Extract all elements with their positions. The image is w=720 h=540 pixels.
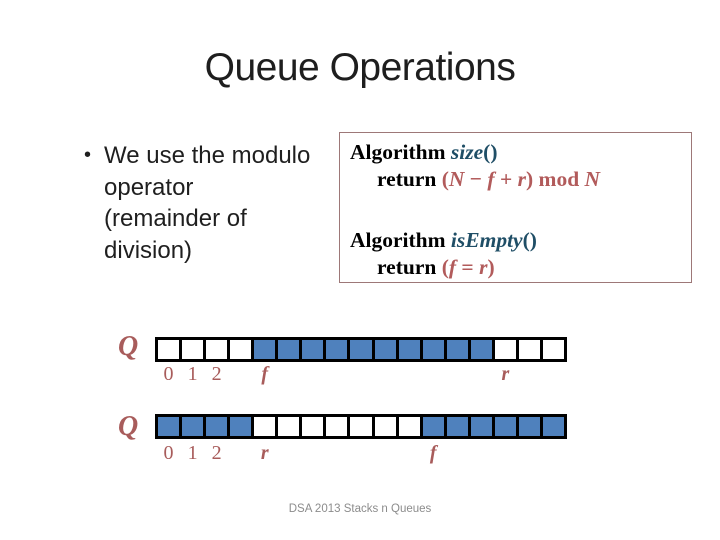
algorithm-box: Algorithm size() return (N − f + r) mod … <box>339 132 692 283</box>
queue-cell-filled <box>470 340 492 359</box>
paren-open: ( <box>441 167 449 191</box>
operator-plus: + <box>494 167 518 191</box>
bullet-text-line: division) <box>104 236 193 264</box>
queue-cell-empty <box>206 340 228 359</box>
variable-r: r <box>517 167 526 191</box>
slide-title: Queue Operations <box>204 46 516 89</box>
queue-marker-1: 1 <box>187 363 198 385</box>
variable-f: f <box>487 167 495 191</box>
queue-cell-empty <box>350 417 372 436</box>
paren-close: ) <box>487 255 495 279</box>
queue-cell-filled <box>302 340 324 359</box>
queue-cell-empty <box>182 340 204 359</box>
variable-f: f <box>448 255 457 279</box>
queue-cell-empty <box>518 340 540 359</box>
queue-marker-1: 1 <box>187 442 198 464</box>
keyword-return: return <box>377 255 442 279</box>
footer-text: DSA 2013 Stacks n Queues <box>288 503 432 515</box>
queue-cell-empty <box>374 417 396 436</box>
queue-cell-filled <box>158 417 180 436</box>
algorithm-size-signature: Algorithm size() <box>350 139 691 166</box>
queue-cell-filled <box>326 340 348 359</box>
queue-cell-filled <box>446 340 468 359</box>
queue-label: Q <box>118 331 139 362</box>
operator-minus: − <box>464 167 488 191</box>
queue-cells <box>155 414 567 439</box>
queue-marker-0: 0 <box>163 442 174 464</box>
queue-marker-f: f <box>429 442 437 464</box>
algorithm-isempty-return: return (f = r) <box>350 254 691 281</box>
operator-equals: = <box>456 255 480 279</box>
queue-marker-f: f <box>261 363 269 385</box>
queue-cell-filled <box>230 417 252 436</box>
queue-marker-r: r <box>260 442 269 464</box>
function-parens: () <box>483 140 498 164</box>
queue-cell-empty <box>278 417 300 436</box>
queue-cell-filled <box>182 417 204 436</box>
queue-cell-filled <box>350 340 372 359</box>
algorithm-box-spacer <box>350 193 691 227</box>
variable-N: N <box>584 167 601 191</box>
queue-marker-2: 2 <box>211 442 222 464</box>
bullet-marker: • <box>84 144 92 166</box>
keyword-return: return <box>377 167 442 191</box>
queue-cell-filled <box>542 417 564 436</box>
paren-open: ( <box>441 255 449 279</box>
queue-cell-empty <box>542 340 564 359</box>
queue-cell-filled <box>494 417 516 436</box>
queue-marker-2: 2 <box>211 363 222 385</box>
variable-N: N <box>448 167 465 191</box>
algorithm-size-return: return (N − f + r) mod N <box>350 166 691 193</box>
queue-cell-empty <box>158 340 180 359</box>
keyword-algorithm: Algorithm <box>350 140 451 164</box>
queue-cell-empty <box>326 417 348 436</box>
bullet-text-line: operator <box>104 173 194 201</box>
queue-cell-filled <box>374 340 396 359</box>
bullet-text-line: We use the modulo <box>104 142 311 169</box>
queue-cell-empty <box>302 417 324 436</box>
queue-marker-r: r <box>501 363 510 385</box>
queue-cell-empty <box>230 340 252 359</box>
function-name-size: size <box>450 140 484 164</box>
algorithm-isempty-signature: Algorithm isEmpty() <box>350 227 691 254</box>
bullet-text-line: (remainder of <box>104 205 247 232</box>
queue-cell-empty <box>398 417 420 436</box>
queue-cell-filled <box>254 340 276 359</box>
function-parens: () <box>522 228 537 252</box>
paren-close: ) <box>525 167 539 191</box>
queue-cell-empty <box>254 417 276 436</box>
queue-marker-0: 0 <box>163 363 174 385</box>
queue-cell-filled <box>278 340 300 359</box>
queue-cell-empty <box>494 340 516 359</box>
queue-cell-filled <box>422 417 444 436</box>
queue-cell-filled <box>206 417 228 436</box>
bullet-text: We use the modulo operator (remainder of… <box>104 140 310 266</box>
variable-r: r <box>479 255 488 279</box>
queue-cell-filled <box>446 417 468 436</box>
keyword-algorithm: Algorithm <box>350 228 451 252</box>
queue-cell-filled <box>398 340 420 359</box>
function-name-isempty: isEmpty <box>450 228 523 252</box>
operator-mod: mod <box>538 167 585 191</box>
bullet-item: • We use the modulo operator (remainder … <box>84 140 344 266</box>
queue-cell-filled <box>470 417 492 436</box>
queue-label: Q <box>118 411 139 442</box>
queue-cell-filled <box>518 417 540 436</box>
queue-cells <box>155 337 567 362</box>
queue-cell-filled <box>422 340 444 359</box>
